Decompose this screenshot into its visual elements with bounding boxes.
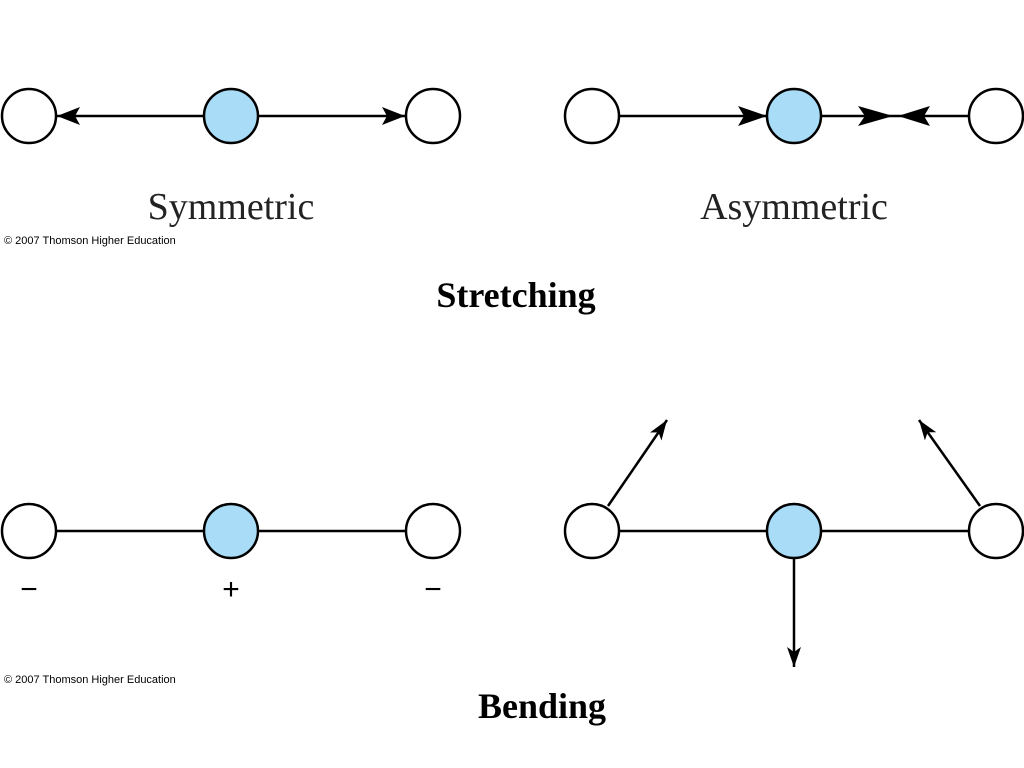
symmetric-label: Symmetric: [148, 186, 315, 228]
arrow-left-atom-up: [606, 419, 669, 507]
outer-atom-right: [404, 87, 462, 145]
outer-atom-left: [0, 87, 58, 145]
outer-atom-right: [967, 502, 1024, 560]
bending-title: Bending: [478, 686, 606, 726]
asymmetric-label: Asymmetric: [700, 186, 888, 228]
stretching-title: Stretching: [436, 275, 595, 315]
center-atom: [202, 87, 260, 145]
in-plane-bend-diagram: [563, 419, 1024, 667]
out-of-plane-bend-diagram: − + −: [0, 502, 462, 606]
outer-atom-right: [967, 87, 1024, 145]
copyright-stretching: © 2007 Thomson Higher Education: [4, 235, 176, 247]
arrow-left-outward: [57, 107, 80, 125]
outer-atom-left: [0, 502, 58, 560]
sign-center: +: [222, 573, 240, 606]
arrow-right-outward: [382, 107, 405, 125]
outer-atom-left: [563, 87, 621, 145]
center-atom: [765, 87, 823, 145]
copyright-bending: © 2007 Thomson Higher Education: [4, 674, 176, 686]
arrow-center-right: [858, 106, 893, 126]
sign-right: −: [424, 573, 442, 606]
outer-atom-right: [404, 502, 462, 560]
arrow-right-atom-up: [917, 419, 982, 507]
sign-left: −: [20, 573, 38, 606]
arrow-right-atom-left: [898, 106, 930, 126]
outer-atom-left: [563, 502, 621, 560]
center-atom: [202, 502, 260, 560]
asymmetric-stretch-diagram: Asymmetric: [563, 87, 1024, 228]
center-atom: [765, 502, 823, 560]
arrow-into-center: [738, 106, 767, 126]
symmetric-stretch-diagram: Symmetric: [0, 87, 462, 228]
